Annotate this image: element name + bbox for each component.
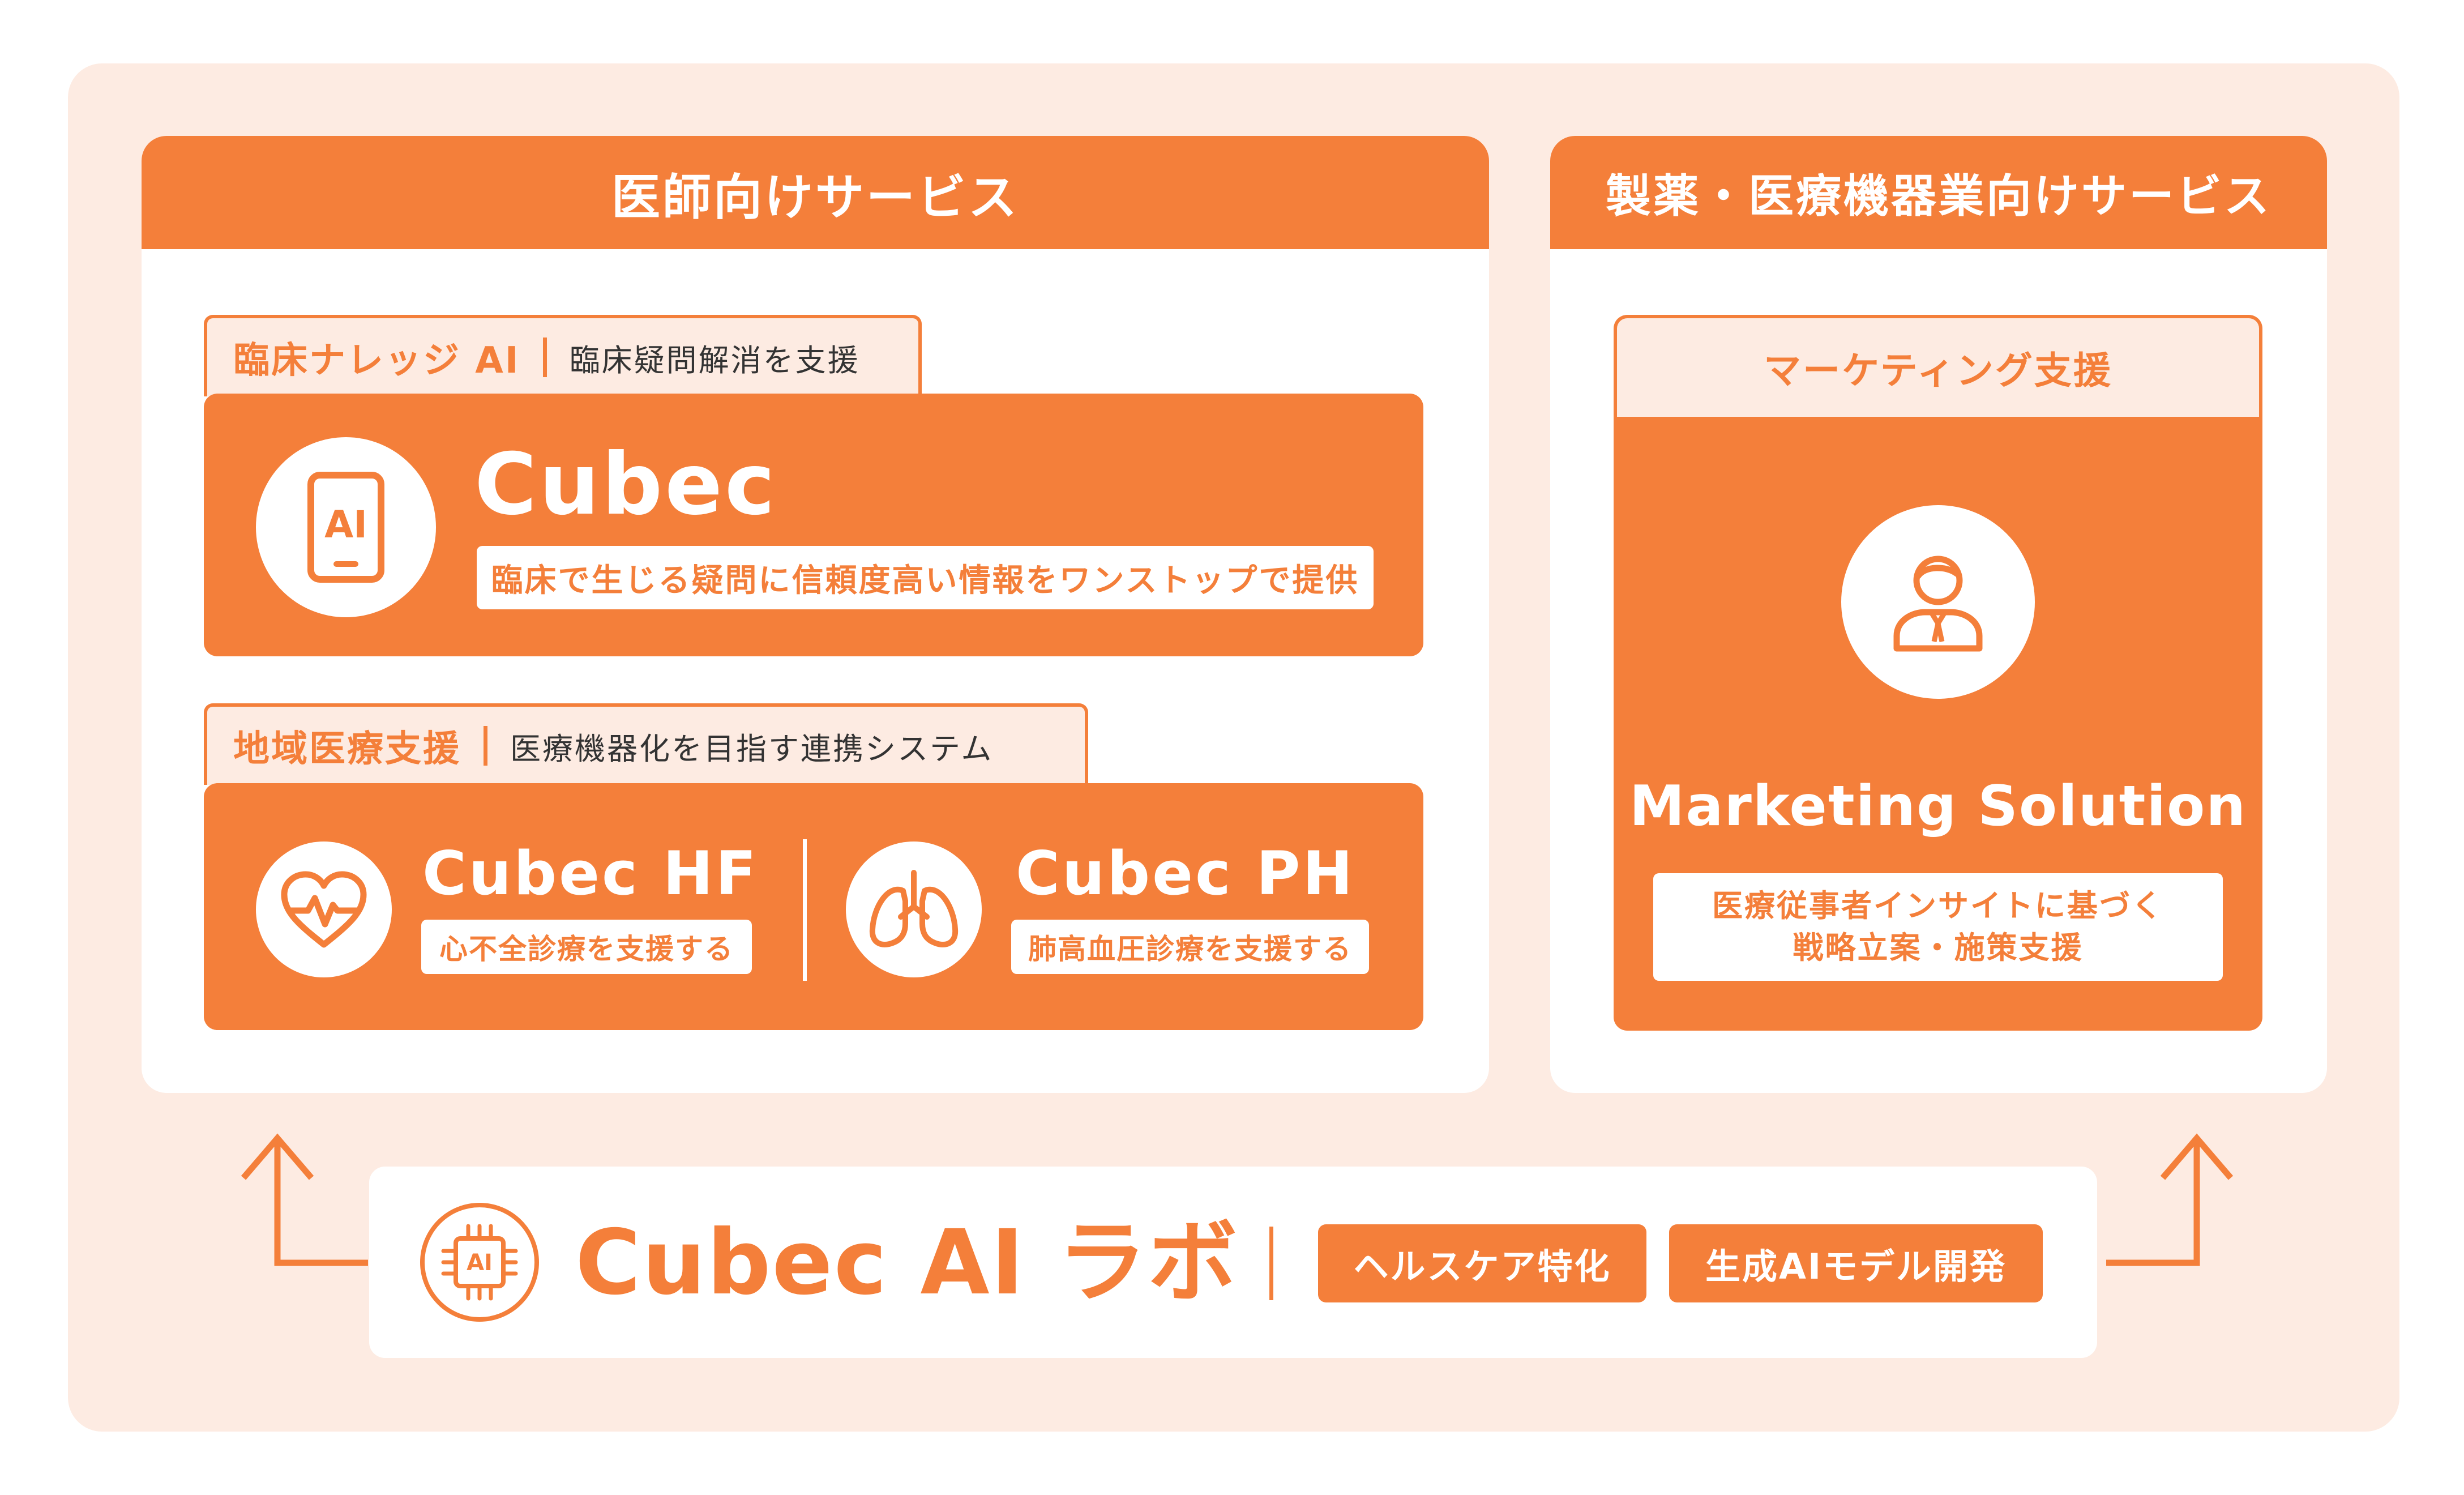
cubec-name: Cubec: [474, 435, 777, 534]
knowledge-tab-subtitle: 臨床疑問解消を支援: [569, 342, 860, 378]
cubec-description: 臨床で生じる疑問に信頼度高い情報をワンストップで提供: [477, 546, 1374, 609]
cubec-ph-circle: [846, 842, 982, 977]
lungs-icon: [869, 870, 959, 947]
cubec-hf-description: 心不全診療を支援する: [421, 920, 752, 974]
tab-divider: [542, 338, 547, 377]
lab-badge-generative-ai: 生成AIモデル開発: [1669, 1224, 2043, 1302]
lab-title: Cubec AI ラボ: [575, 1211, 1239, 1315]
knowledge-tab-title: 臨床ナレッジ AI: [233, 340, 520, 382]
lab-divider: [1269, 1227, 1273, 1300]
tablet-ai-label: AI: [324, 503, 367, 546]
lab-chip-circle: AI: [420, 1203, 539, 1322]
tablet-ai-icon: AI: [307, 472, 384, 583]
knowledge-tab: 臨床ナレッジ AI 臨床疑問解消を支援: [204, 315, 922, 396]
ai-chip-label: AI: [467, 1250, 493, 1276]
marketing-description: 医療従事者インサイトに基づく 戦略立案・施策支援: [1653, 873, 2223, 981]
cubec-hf-name: Cubec HF: [422, 839, 759, 908]
marketing-description-line-1: 医療従事者インサイトに基づく: [1712, 888, 2164, 924]
regional-tab: 地域医療支援 医療機器化を目指す連携システム: [204, 703, 1088, 785]
marketing-solution-name: Marketing Solution: [1629, 774, 2247, 839]
regional-product-box: [204, 783, 1423, 1030]
cubec-circle: AI: [256, 437, 436, 617]
cubec-ph-name: Cubec PH: [1016, 839, 1355, 908]
doctor-services-header: 医師向けサービス: [142, 136, 1489, 249]
regional-tab-title: 地域医療支援: [233, 728, 461, 770]
tab-divider: [484, 726, 487, 766]
pharma-services-header: 製薬・医療機器業向けサービス: [1550, 136, 2327, 249]
product-divider: [803, 839, 807, 981]
cubec-ph-description: 肺高血圧診療を支援する: [1011, 920, 1369, 974]
marketing-tab: マーケティング支援: [1617, 318, 2259, 417]
heart-pulse-icon: [281, 871, 367, 948]
business-person-icon: [1893, 556, 1983, 652]
ai-chip-icon: AI: [441, 1224, 518, 1301]
arrow-left-icon: [241, 1133, 368, 1266]
marketing-tab-title: マーケティング支援: [1764, 349, 2112, 392]
lab-badge-healthcare: ヘルスケア特化: [1318, 1224, 1646, 1302]
regional-tab-subtitle: 医療機器化を目指す連携システム: [510, 731, 994, 767]
marketing-circle: [1841, 505, 2035, 699]
arrow-right-icon: [2106, 1133, 2234, 1266]
cubec-hf-circle: [256, 842, 392, 977]
marketing-description-line-2: 戦略立案・施策支援: [1793, 930, 2084, 966]
